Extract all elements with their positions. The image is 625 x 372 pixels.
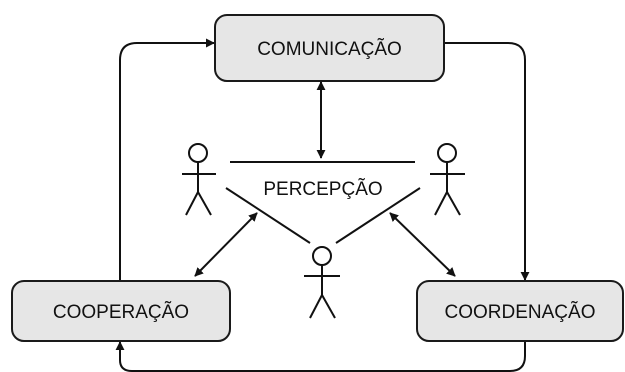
percepcao-label: PERCEPÇÃO bbox=[263, 178, 382, 200]
actor-bottom bbox=[304, 246, 340, 319]
arrow-percepcao-cooperacao bbox=[194, 212, 258, 277]
connector-coordenacao-to-cooperacao bbox=[115, 340, 526, 372]
node-coordenacao-label: COORDENAÇÃO bbox=[445, 301, 596, 323]
connector-cooperacao-to-comunicacao bbox=[119, 38, 215, 282]
node-cooperacao: COOPERAÇÃO bbox=[11, 280, 231, 342]
triangle-left-line bbox=[225, 187, 311, 244]
node-coordenacao: COORDENAÇÃO bbox=[416, 280, 624, 342]
node-cooperacao-label: COOPERAÇÃO bbox=[53, 301, 189, 323]
actor-left bbox=[182, 143, 216, 216]
triangle-right-line bbox=[335, 187, 421, 244]
node-comunicacao: COMUNICAÇÃO bbox=[214, 14, 445, 82]
actor-right bbox=[430, 143, 465, 216]
arrow-percepcao-coordenacao bbox=[389, 212, 456, 277]
node-comunicacao-label: COMUNICAÇÃO bbox=[257, 38, 402, 60]
connector-comunicacao-to-coordenacao bbox=[444, 42, 530, 281]
